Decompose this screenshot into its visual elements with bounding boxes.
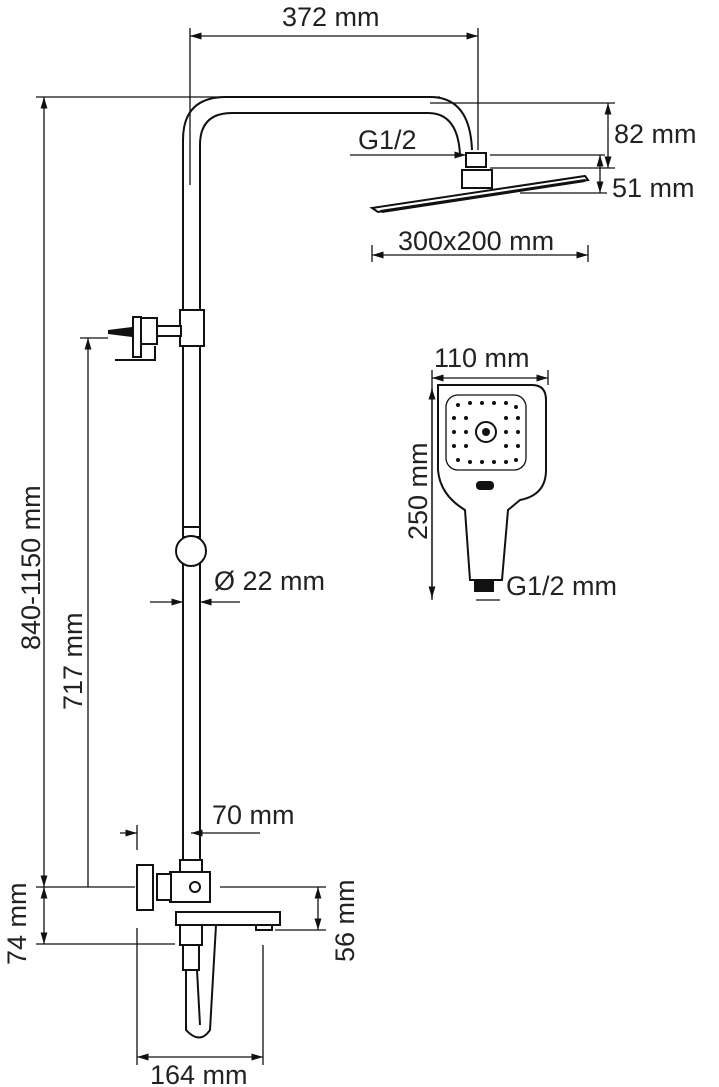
label-arm-drop: 82 mm xyxy=(614,119,697,149)
label-total-height: 840-1150 mm xyxy=(16,485,46,650)
label-pipe-diameter: Ø 22 mm xyxy=(214,566,325,596)
wall-bracket xyxy=(108,309,205,361)
dimension-lines xyxy=(36,28,615,1065)
label-head-connection: G1/2 xyxy=(358,125,417,155)
label-handshower-connection: G1/2 mm xyxy=(506,571,617,601)
label-holder-height: 717 mm xyxy=(58,612,88,710)
label-arm-reach: 372 mm xyxy=(282,2,380,32)
label-handshower-width: 110 mm xyxy=(434,343,530,373)
label-pipe-offset: 70 mm xyxy=(212,800,295,830)
label-handshower-length: 250 mm xyxy=(403,442,433,540)
bath-mixer xyxy=(136,859,281,1039)
hand-shower xyxy=(437,384,547,592)
spray-nozzles xyxy=(452,401,520,464)
handshower-slider xyxy=(175,526,207,567)
label-spout-reach: 164 mm xyxy=(150,1060,248,1087)
label-spout-drop: 56 mm xyxy=(330,879,360,962)
label-head-size: 300x200 mm xyxy=(398,226,554,256)
label-mixer-height: 74 mm xyxy=(2,882,32,965)
overhead-shower-head xyxy=(369,152,590,214)
label-head-height: 51 mm xyxy=(612,173,695,203)
